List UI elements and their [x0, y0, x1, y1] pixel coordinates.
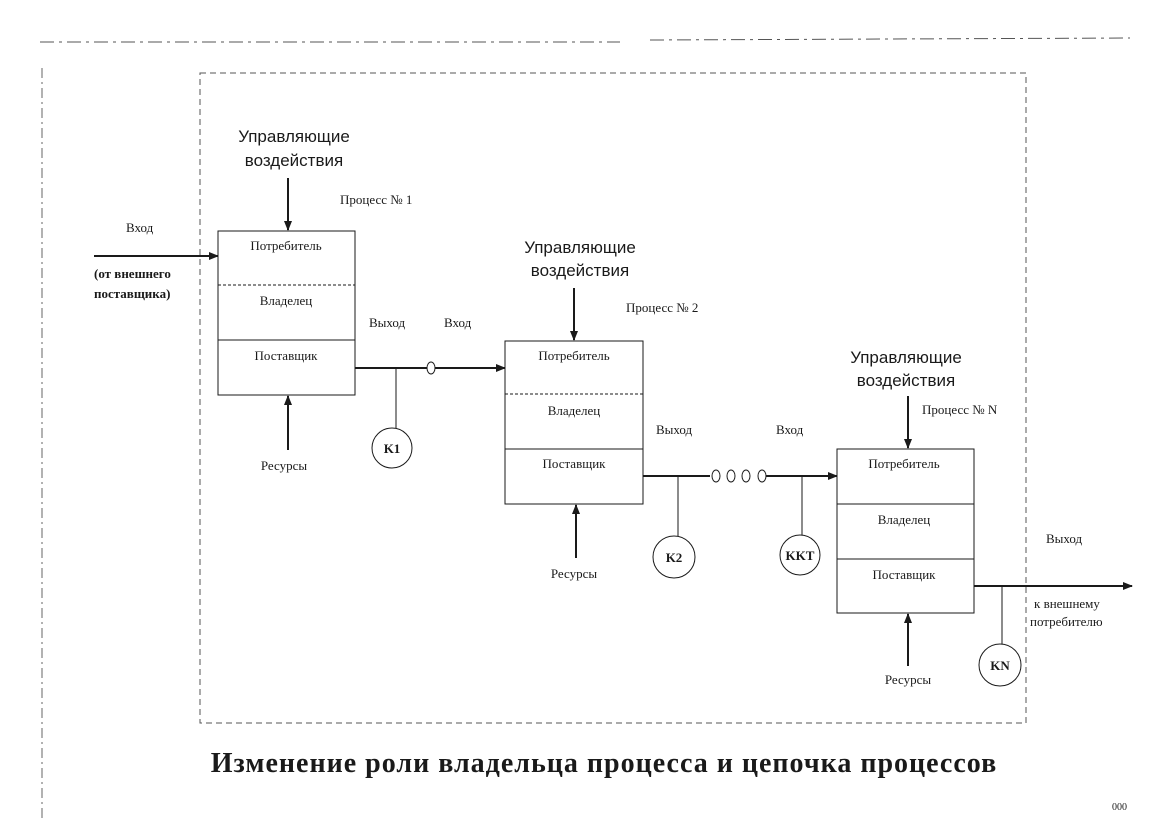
kkt-label: KKT [786, 548, 815, 563]
external-output-label: Выход [1046, 531, 1083, 546]
process-2-owner: Владелец [548, 403, 601, 418]
process-n-supplier: Поставщик [872, 567, 936, 582]
k2-control-point [652, 535, 696, 579]
process-2-name: Процесс № 2 [626, 300, 698, 315]
process-1-name: Процесс № 1 [340, 192, 412, 207]
chain-connector-2 [726, 469, 736, 483]
k1-control-point [371, 427, 413, 469]
process-1-consumer: Потребитель [250, 238, 321, 253]
process-2-consumer: Потребитель [538, 348, 609, 363]
process-1-control-line2: воздействия [245, 151, 343, 170]
k1-label: K1 [384, 441, 401, 456]
process-1-supplier: Поставщик [254, 348, 318, 363]
external-output-target-line1: к внешнему [1034, 596, 1100, 611]
process-2-control-line1: Управляющие [524, 238, 636, 257]
process-n: Управляющие воздействия Процесс № N Потр… [836, 348, 998, 687]
process-1: Управляющие воздействия Процесс № 1 Потр… [217, 127, 412, 473]
link-1-out-label: Выход [369, 315, 406, 330]
process-n-control-line2: воздействия [857, 371, 955, 390]
kn-control-point [978, 643, 1022, 687]
top-rule-right [649, 37, 1131, 41]
process-n-owner: Владелец [878, 512, 931, 527]
process-2: Управляющие воздействия Процесс № 2 Потр… [504, 238, 698, 581]
process-n-consumer: Потребитель [868, 456, 939, 471]
process-2-control-line2: воздействия [531, 261, 629, 280]
kkt-control-point [779, 534, 821, 576]
process-2-supplier: Поставщик [542, 456, 606, 471]
process-1-box [217, 230, 356, 396]
external-input-source-line2: поставщика) [94, 286, 170, 301]
process-2-resources: Ресурсы [551, 566, 598, 581]
process-n-box [836, 448, 975, 614]
link-2-out-label: Выход [656, 422, 693, 437]
external-input-label: Вход [126, 220, 154, 235]
k2-label: K2 [666, 550, 683, 565]
link-1-connector [426, 361, 436, 375]
chain-connector-4 [757, 469, 767, 483]
kn-label: KN [990, 658, 1010, 673]
external-output-target-line2: потребителю [1030, 614, 1103, 629]
chain-connector-3 [741, 469, 751, 483]
external-input-source-line1: (от внешнего [94, 266, 171, 281]
process-2-box [504, 340, 644, 505]
process-n-name: Процесс № N [922, 402, 998, 417]
process-n-control-line1: Управляющие [850, 348, 962, 367]
process-1-owner: Владелец [260, 293, 313, 308]
process-1-resources: Ресурсы [261, 458, 308, 473]
page-number: 000 [1112, 802, 1127, 813]
process-n-resources: Ресурсы [885, 672, 932, 687]
process-1-control-line1: Управляющие [238, 127, 350, 146]
chain-connector-1 [711, 469, 721, 483]
link-2-in-label: Вход [776, 422, 804, 437]
diagram-frame [199, 72, 1027, 724]
link-1-in-label: Вход [444, 315, 472, 330]
diagram-title: Изменение роли владельца процесса и цепо… [211, 748, 997, 779]
